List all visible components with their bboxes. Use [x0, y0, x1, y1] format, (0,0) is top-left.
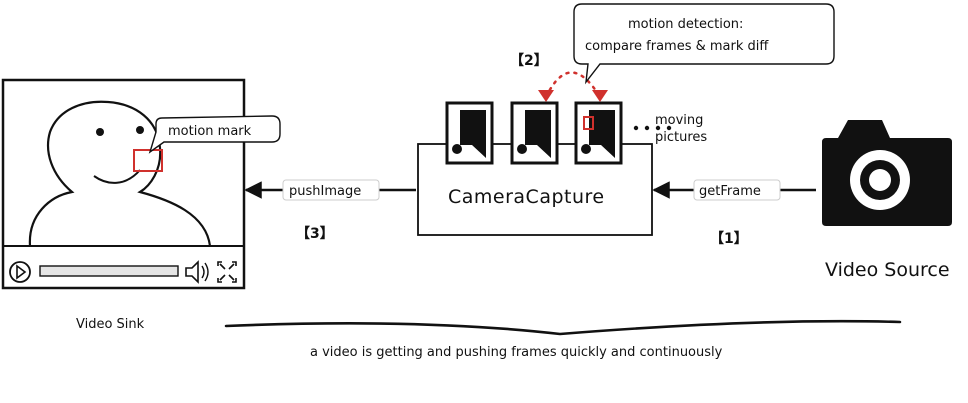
video-player-frame	[1, 78, 246, 290]
footer-brace	[224, 319, 902, 336]
motion-detection-line-2: compare frames & mark diff	[585, 39, 769, 54]
progress-bar[interactable]	[39, 265, 179, 277]
get-frame-label: getFrame	[699, 184, 761, 199]
frame-1-icon	[445, 101, 494, 165]
smiley-left-eye	[96, 128, 104, 136]
play-button-icon[interactable]	[9, 261, 31, 283]
camera-capture: CameraCapture moving pictures	[417, 101, 707, 236]
more-frames-ellipsis	[633, 125, 672, 131]
frame-3-diff-mark	[583, 116, 594, 130]
motion-mark-box	[133, 149, 163, 172]
motion-mark-label: motion mark	[168, 124, 252, 139]
smiley-mouth	[93, 169, 141, 184]
motion-detection-line-1: motion detection:	[628, 17, 743, 32]
get-frame-edge: getFrame 【1】	[652, 179, 816, 247]
video-sink: motion mark Video Sink	[1, 78, 281, 332]
video-sink-caption: Video Sink	[76, 317, 145, 332]
moving-pictures-label-1: moving	[655, 113, 703, 128]
frame-2-icon	[510, 101, 559, 165]
get-frame-label-box	[693, 179, 781, 201]
push-image-label-box	[282, 179, 380, 201]
camera-icon	[822, 120, 952, 226]
motion-detection: 【2】 motion detection: compare frames & m…	[510, 3, 835, 102]
push-image-label: pushImage	[289, 184, 361, 199]
step-3-label: 【3】	[296, 226, 334, 242]
step-2-label: 【2】	[510, 53, 548, 69]
video-source: Video Source	[822, 120, 952, 281]
push-image-edge: pushImage 【3】	[244, 179, 416, 242]
compare-arrow	[544, 71, 602, 99]
motion-mark-callout: motion mark	[148, 115, 281, 154]
camera-capture-label: CameraCapture	[448, 186, 605, 208]
fullscreen-icon[interactable]	[217, 261, 237, 283]
footer-caption: a video is getting and pushing frames qu…	[310, 345, 723, 360]
frame-3-icon	[574, 101, 623, 165]
motion-detection-callout: motion detection: compare frames & mark …	[573, 3, 835, 85]
footer: a video is getting and pushing frames qu…	[224, 319, 902, 360]
smiley-right-eye	[136, 126, 144, 134]
player-controls	[9, 260, 237, 284]
volume-icon[interactable]	[185, 260, 209, 284]
step-1-label: 【1】	[710, 231, 748, 247]
video-source-caption: Video Source	[825, 259, 950, 281]
smiley-face-icon	[28, 100, 212, 247]
moving-pictures-label-2: pictures	[655, 130, 707, 145]
